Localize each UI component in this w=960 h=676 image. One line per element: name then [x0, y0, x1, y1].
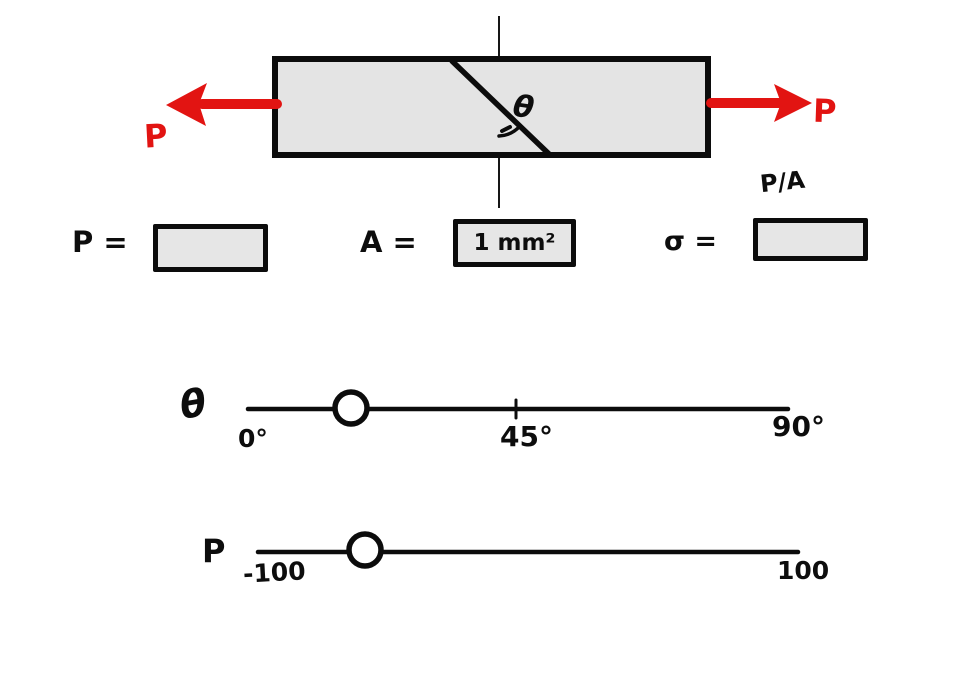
p-slider-label: P: [202, 532, 226, 570]
left-force-label: P: [143, 116, 169, 156]
angle-arc-flourish: [500, 125, 512, 133]
sigma-value-input[interactable]: [753, 218, 868, 261]
cut-angle-label: θ: [510, 88, 537, 127]
p-slider-max-label: 100: [777, 556, 830, 585]
bar: [272, 56, 711, 158]
a-value-input[interactable]: 1 mm²: [453, 219, 576, 267]
cut-plane-line: [449, 58, 552, 157]
theta-slider-min-label: 0°: [238, 424, 268, 453]
theta-slider-max-label: 90°: [772, 410, 825, 443]
p-slider-handle[interactable]: [346, 531, 384, 569]
p-value-input[interactable]: [153, 224, 268, 272]
sigma-formula-hint: P/A: [758, 165, 807, 199]
theta-slider-mid-label: 45°: [500, 420, 553, 453]
p-field-label: P =: [72, 225, 128, 259]
left-force-arrowhead-icon: [166, 83, 207, 126]
a-field-label: A =: [360, 225, 417, 259]
p-slider-min-label: -100: [242, 556, 307, 589]
sigma-field-label: σ =: [664, 226, 718, 257]
right-force-label: P: [812, 91, 838, 131]
theta-slider-handle[interactable]: [332, 389, 370, 427]
right-force-arrowhead-icon: [774, 84, 812, 122]
angle-arc: [497, 124, 522, 138]
